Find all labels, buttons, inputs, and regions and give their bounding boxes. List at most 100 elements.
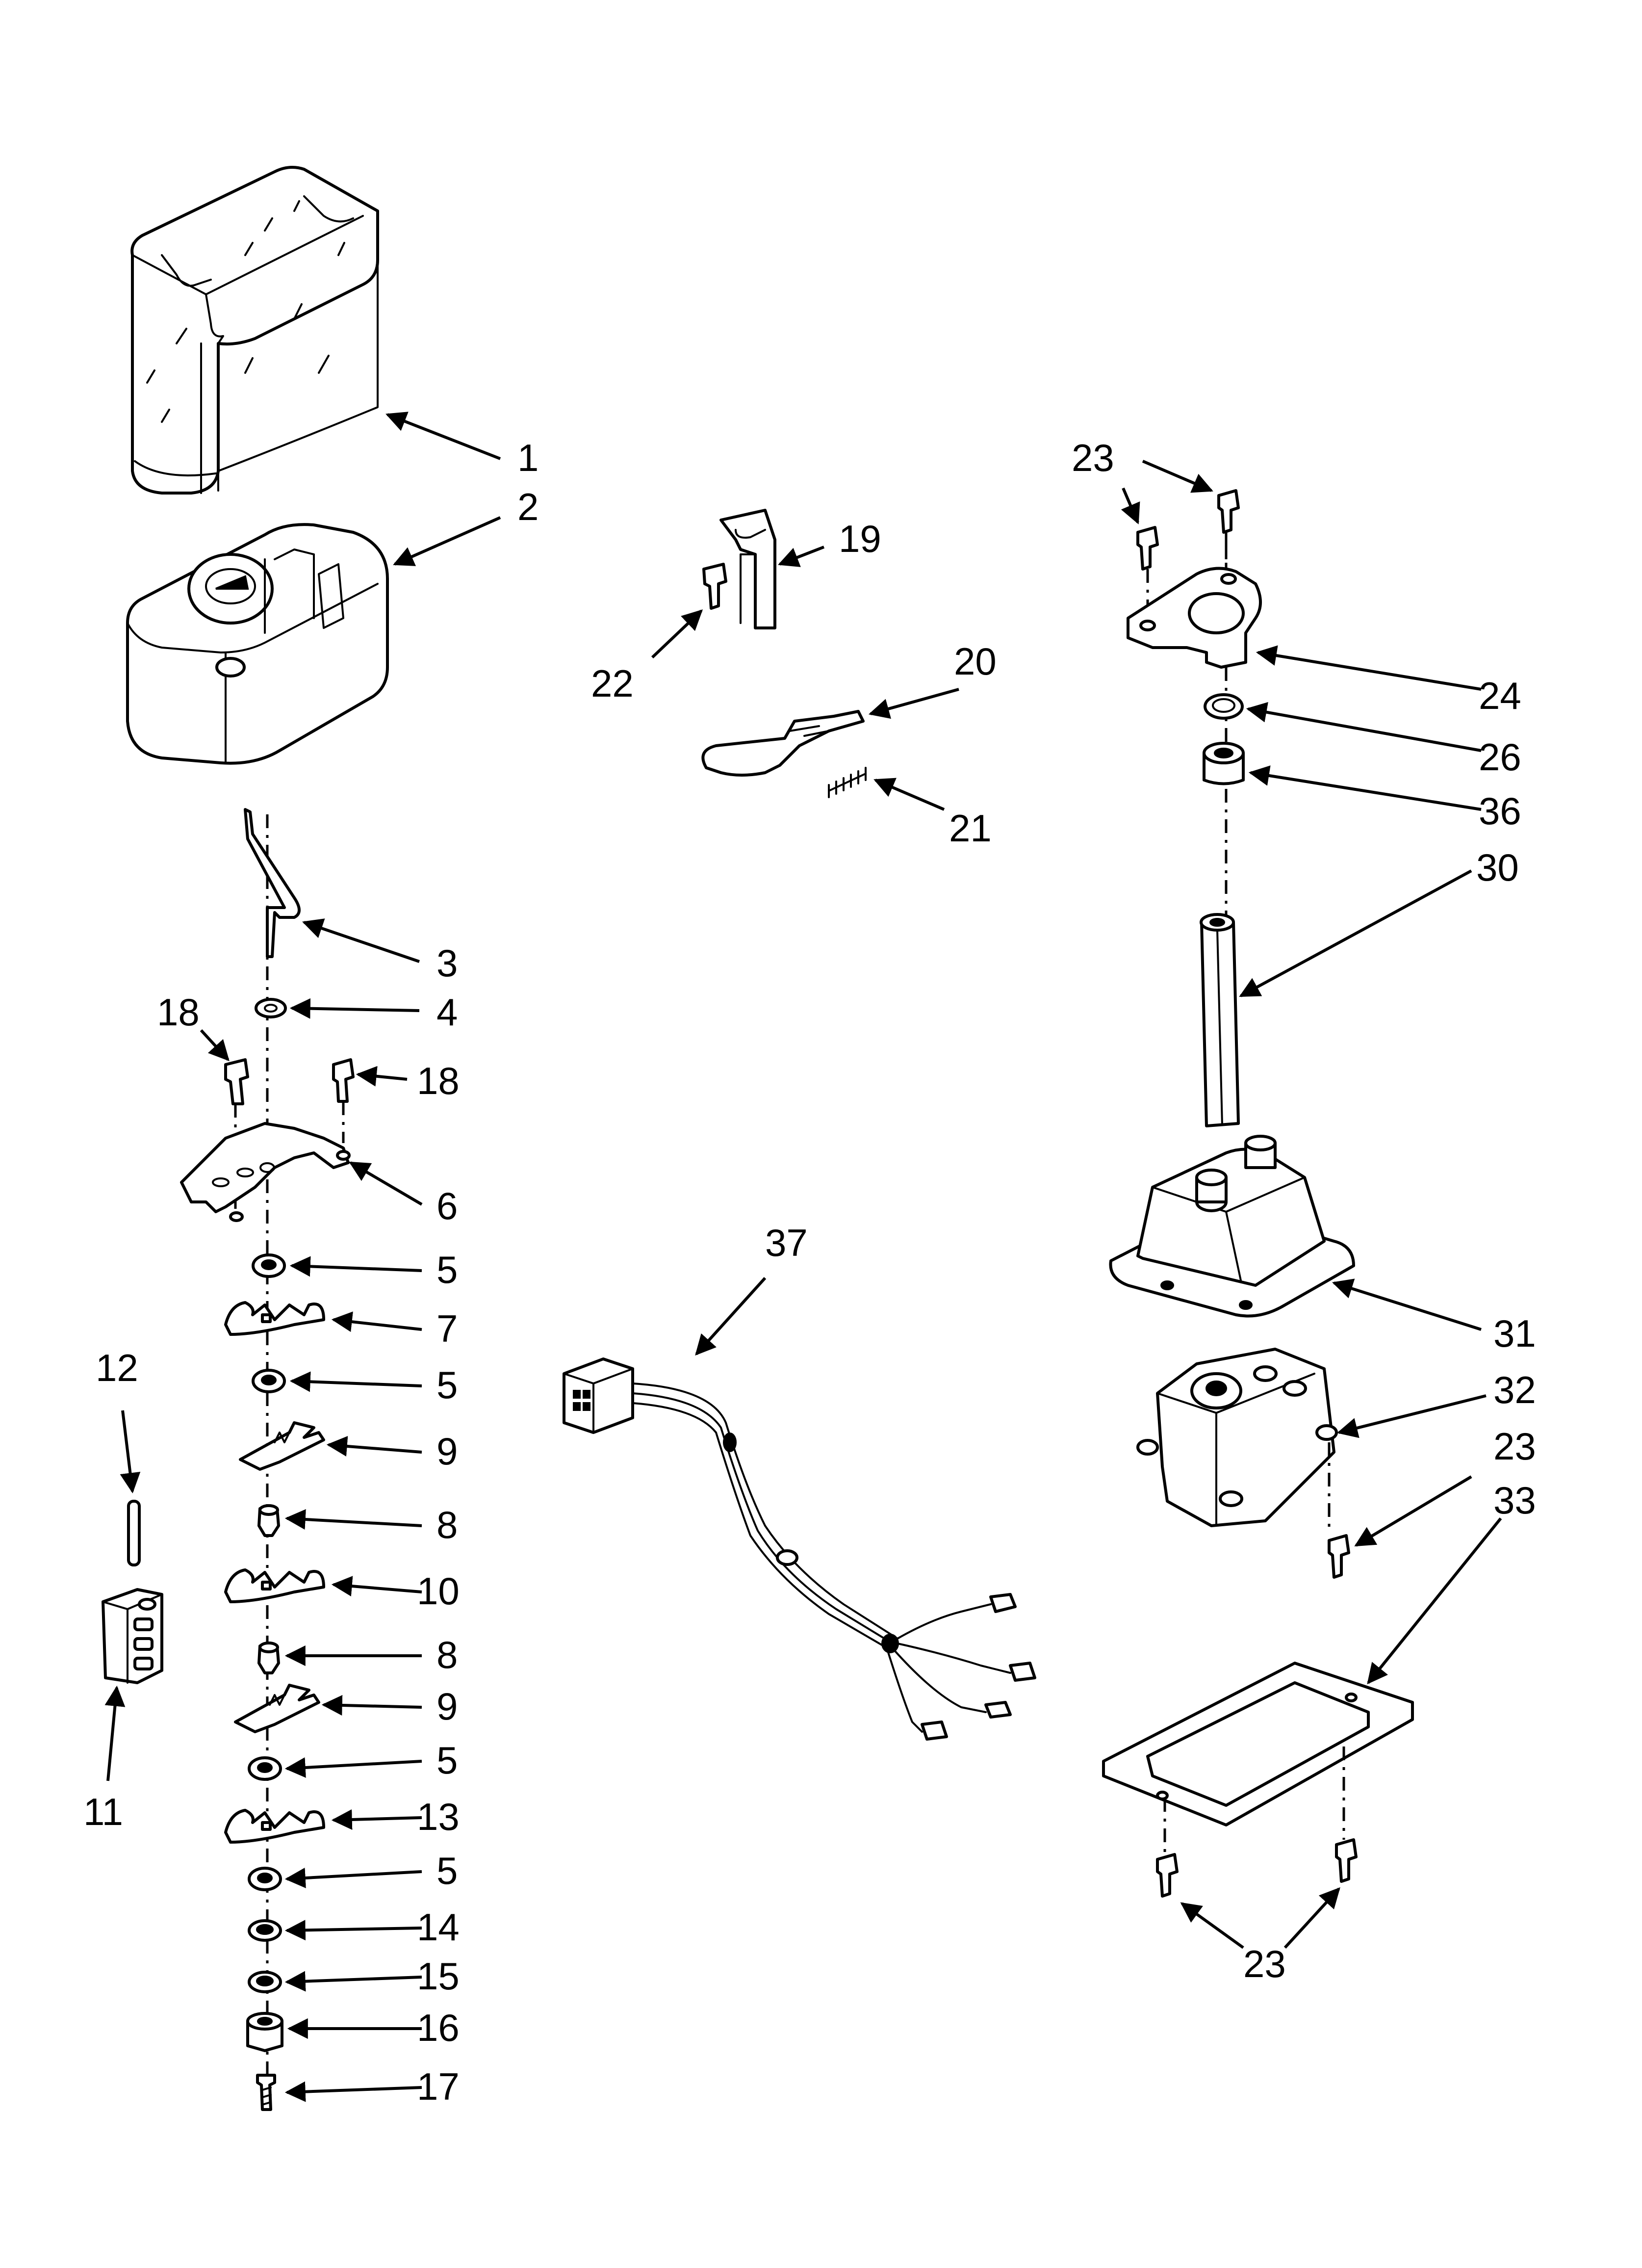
callout-23b: 23 — [1493, 1425, 1536, 1468]
callout-13: 13 — [417, 1795, 460, 1838]
callout-18b: 18 — [417, 1059, 460, 1102]
leader-23c-2 — [1283, 1887, 1340, 1949]
leader-23a-2 — [1142, 460, 1213, 493]
part-24-bracket — [1127, 567, 1262, 669]
part-5-spacer-d — [248, 1867, 282, 1891]
callout-3: 3 — [436, 941, 458, 985]
callout-30: 30 — [1476, 846, 1519, 889]
leader-18a — [200, 1029, 230, 1062]
leader-37 — [695, 1277, 767, 1356]
part-20-lever — [701, 710, 865, 777]
part-33-gasket — [1102, 1662, 1414, 1826]
callout-9a: 9 — [436, 1430, 458, 1473]
leader-10 — [331, 1576, 422, 1597]
leader-5a — [289, 1256, 422, 1277]
part-32-motor — [1136, 1348, 1338, 1527]
leader-19 — [778, 546, 825, 567]
callout-4: 4 — [436, 991, 458, 1034]
callout-7: 7 — [436, 1307, 458, 1350]
callout-23c: 23 — [1243, 1942, 1286, 1985]
callout-15: 15 — [417, 1955, 460, 1998]
leader-9a — [326, 1436, 422, 1457]
part-10-blade — [224, 1568, 325, 1603]
callout-11: 11 — [83, 1790, 123, 1833]
leader-18b — [356, 1066, 408, 1087]
callout-5b: 5 — [436, 1363, 458, 1407]
leader-22 — [651, 609, 703, 659]
part-8-bushing-b — [257, 1642, 280, 1674]
callout-1: 1 — [517, 436, 539, 479]
part-31-housing — [1109, 1135, 1355, 1318]
part-9-blade-a — [239, 1421, 325, 1471]
callout-17: 17 — [417, 2065, 460, 2108]
part-17-screw — [256, 2074, 276, 2111]
part-23-screw-b — [1217, 489, 1240, 534]
leader-2 — [393, 516, 501, 566]
part-23-screw-d — [1156, 1853, 1179, 1898]
part-8-bushing-a — [257, 1504, 280, 1537]
part-6-plate — [180, 1122, 351, 1222]
callout-12: 12 — [96, 1346, 138, 1389]
leader-20 — [868, 688, 959, 719]
leader-5c — [284, 1757, 422, 1778]
part-12-pin — [127, 1500, 141, 1566]
leader-21 — [873, 778, 945, 811]
leader-36 — [1248, 765, 1482, 811]
callout-26: 26 — [1479, 735, 1521, 779]
leader-14 — [284, 1920, 422, 1941]
leader-11 — [104, 1685, 126, 1781]
part-26-washer — [1204, 693, 1244, 720]
callout-5d: 5 — [436, 1849, 458, 1892]
callout-16: 16 — [417, 2006, 460, 2049]
part-23-screw-c — [1328, 1534, 1350, 1579]
part-2-housing — [126, 523, 389, 765]
leader-23b — [1354, 1475, 1472, 1547]
leader-31 — [1332, 1278, 1482, 1331]
callout-8a: 8 — [436, 1503, 458, 1546]
callout-31: 31 — [1493, 1312, 1536, 1355]
callout-14: 14 — [417, 1905, 460, 1949]
callout-10: 10 — [417, 1569, 460, 1613]
part-13-blade — [224, 1809, 325, 1844]
leader-1 — [385, 412, 501, 460]
callout-32: 32 — [1493, 1368, 1536, 1411]
leader-3 — [302, 918, 420, 963]
part-23-screw-e — [1335, 1838, 1358, 1883]
leader-23c-1 — [1180, 1902, 1244, 1949]
leader-6 — [349, 1161, 423, 1206]
part-18-screw-a — [224, 1058, 249, 1105]
leader-33 — [1367, 1517, 1502, 1685]
part-16-nut — [246, 2012, 283, 2052]
leader-26 — [1246, 702, 1482, 752]
part-21-spring — [828, 767, 867, 798]
callout-20: 20 — [954, 640, 997, 683]
part-37-wire-harness — [563, 1357, 1036, 1741]
callout-36: 36 — [1479, 789, 1521, 833]
leader-8a — [284, 1509, 422, 1530]
leader-17 — [284, 2081, 422, 2102]
part-18-screw-b — [332, 1058, 355, 1103]
leader-4 — [289, 998, 420, 1019]
part-19-bracket — [719, 509, 776, 629]
part-14-washer — [248, 1919, 282, 1942]
callout-6: 6 — [436, 1184, 458, 1227]
leader-32 — [1336, 1394, 1487, 1438]
part-11-block — [102, 1588, 163, 1684]
callout-37: 37 — [765, 1221, 808, 1264]
callout-9b: 9 — [436, 1685, 458, 1728]
callout-23a: 23 — [1072, 436, 1114, 479]
callout-8b: 8 — [436, 1633, 458, 1676]
part-4-washer — [255, 998, 287, 1018]
leader-13 — [331, 1809, 422, 1830]
leader-15 — [284, 1971, 422, 1992]
part-1-ice-bucket — [130, 166, 379, 495]
leader-5d — [284, 1867, 422, 1888]
callout-5a: 5 — [436, 1248, 458, 1291]
part-3-rod — [244, 808, 301, 958]
callout-2: 2 — [517, 485, 539, 528]
callout-22: 22 — [591, 662, 634, 705]
part-5-spacer-a — [252, 1253, 286, 1278]
callout-24: 24 — [1479, 674, 1521, 717]
